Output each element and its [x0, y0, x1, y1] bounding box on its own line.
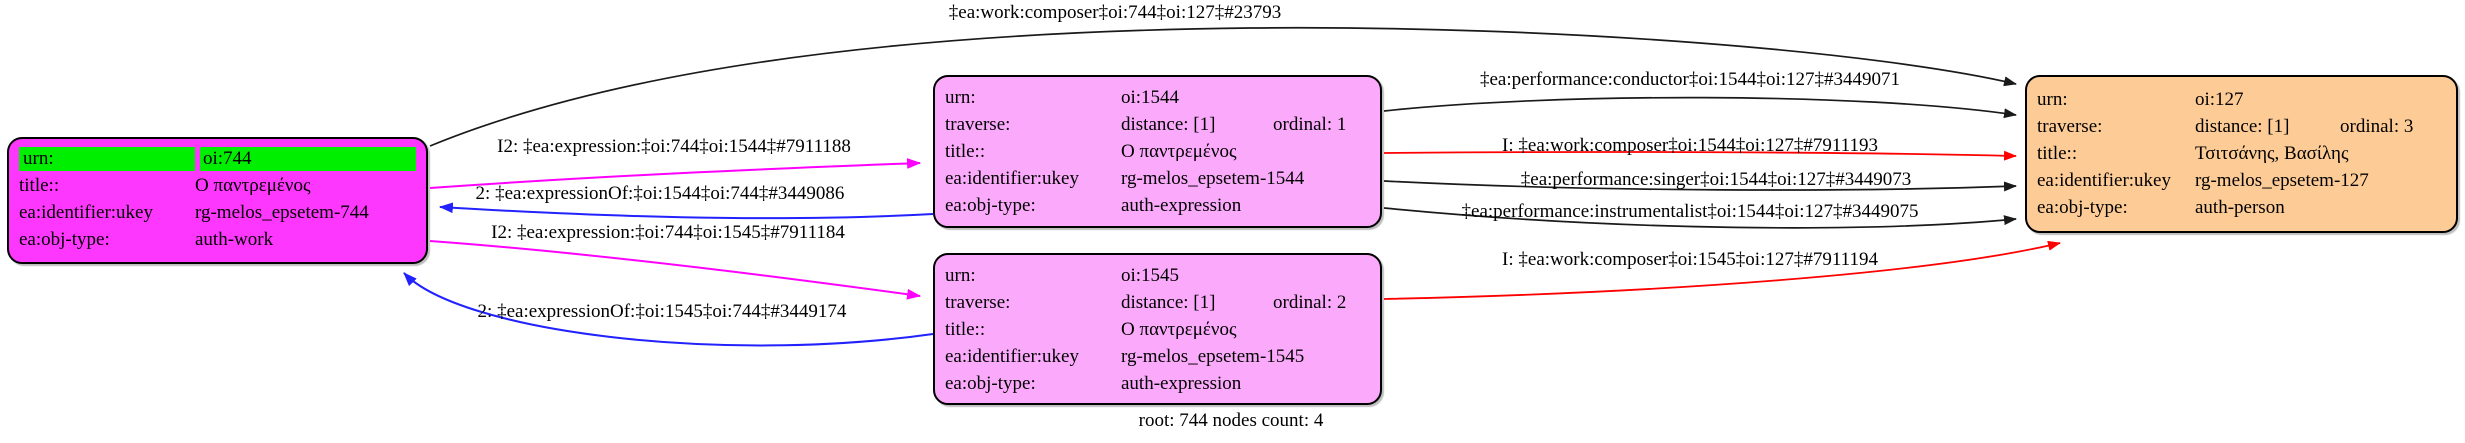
field-objtype: ea:obj-type: auth-work [19, 226, 416, 253]
field-traverse: traverse: distance: [1] ordinal: 3 [2037, 113, 2446, 140]
field-urn-value: oi:127 [2195, 89, 2244, 110]
field-traverse-value: distance: [1] ordinal: 3 [2195, 113, 2446, 140]
field-title: title:: Ο παντρεμένος [19, 172, 416, 199]
field-urn-value: oi:1544 [1121, 87, 1180, 108]
field-title: title:: Ο παντρεμένος [945, 138, 1370, 165]
field-traverse-value: distance: [1] ordinal: 1 [1121, 111, 1370, 138]
field-urn: urn: oi:1544 [945, 84, 1370, 111]
edge-performance-conductor-1544-127 [1383, 96, 2017, 119]
field-objtype-key: ea:obj-type: [945, 373, 1036, 394]
node-expression-oi1544: urn: oi:1544 traverse: distance: [1] ordi… [933, 75, 1382, 228]
edge-label-performance-instrumentalist-1544-127: ‡ea:performance:instrumentalist‡oi:1544‡… [1461, 201, 1919, 222]
edge-label-expressionOf-1544-744: 2: ‡ea:expressionOf:‡oi:1544‡oi:744‡#344… [475, 183, 845, 204]
field-urn: urn: oi:744 [19, 147, 416, 171]
edge-expression-744-1545 [429, 240, 922, 300]
field-traverse-key: traverse: [2037, 116, 2103, 137]
field-identifier-value: rg-melos_epsetem-1545 [1121, 346, 1305, 367]
edge-expression-744-1544 [429, 158, 922, 189]
node-work-oi744: urn: oi:744 title:: Ο παντρεμένος ea:ide… [7, 137, 428, 264]
field-urn-key: urn: [945, 265, 976, 286]
field-objtype: ea:obj-type: auth-person [2037, 194, 2446, 221]
edge-work-composer-744-127 [429, 26, 2017, 147]
field-traverse-key: traverse: [945, 292, 1011, 313]
field-urn: urn: oi:127 [2037, 86, 2446, 113]
edge-work-composer-1544-127 [1383, 150, 2017, 161]
edge-label-work-composer-1544-127: I: ‡ea:work:composer‡oi:1544‡oi:127‡#791… [1502, 135, 1878, 156]
field-distance: distance: [1] [1121, 292, 1216, 313]
edge-label-expression-744-1545: I2: ‡ea:expression:‡oi:744‡oi:1545‡#7911… [491, 222, 845, 243]
edge-performance-singer-1544-127 [1383, 180, 2017, 192]
node-expression-oi1545: urn: oi:1545 traverse: distance: [1] ordi… [933, 253, 1382, 405]
field-title-key: title:: [19, 175, 60, 196]
field-objtype: ea:obj-type: auth-expression [945, 370, 1370, 397]
edge-label-performance-singer-1544-127: ‡ea:performance:singer‡oi:1544‡oi:127‡#3… [1520, 169, 1912, 190]
field-objtype: ea:obj-type: auth-expression [945, 192, 1370, 219]
edge-label-expressionOf-1545-744: 2: ‡ea:expressionOf:‡oi:1545‡oi:744‡#344… [477, 301, 847, 322]
field-title-value: Τσιτσάνης, Βασίλης [2195, 143, 2349, 164]
field-objtype-key: ea:obj-type: [2037, 197, 2128, 218]
field-urn: urn: oi:1545 [945, 262, 1370, 289]
field-title-value: Ο παντρεμένος [1121, 319, 1237, 340]
edge-label-performance-conductor-1544-127: ‡ea:performance:conductor‡oi:1544‡oi:127… [1479, 69, 1901, 90]
field-title-value: Ο παντρεμένος [1121, 141, 1237, 162]
field-urn-value: oi:744 [200, 147, 416, 171]
field-distance: distance: [1] [2195, 116, 2290, 137]
node-person-oi127: urn: oi:127 traverse: distance: [1] ordin… [2025, 75, 2458, 233]
field-identifier-key: ea:identifier:ukey [19, 202, 153, 223]
field-traverse: traverse: distance: [1] ordinal: 1 [945, 111, 1370, 138]
field-urn-key: urn: [2037, 89, 2068, 110]
root-count-note: root: 744 nodes count: 4 [1138, 410, 1324, 431]
field-title-key: title:: [945, 141, 986, 162]
field-identifier-value: rg-melos_epsetem-744 [195, 202, 369, 223]
field-objtype-value: auth-work [195, 229, 274, 250]
edge-expressionOf-1545-744 [403, 272, 934, 347]
field-title-value: Ο παντρεμένος [195, 175, 311, 196]
field-identifier-key: ea:identifier:ukey [945, 346, 1079, 367]
field-ordinal: ordinal: 1 [1273, 114, 1347, 135]
field-title-key: title:: [945, 319, 986, 340]
field-ordinal: ordinal: 2 [1273, 292, 1347, 313]
field-identifier-value: rg-melos_epsetem-127 [2195, 170, 2369, 191]
field-objtype-key: ea:obj-type: [19, 229, 110, 250]
field-title: title:: Ο παντρεμένος [945, 316, 1370, 343]
field-identifier-value: rg-melos_epsetem-1544 [1121, 168, 1305, 189]
field-title: title:: Τσιτσάνης, Βασίλης [2037, 140, 2446, 167]
field-identifier: ea:identifier:ukey rg-melos_epsetem-1544 [945, 165, 1370, 192]
field-objtype-value: auth-expression [1121, 373, 1242, 394]
edge-expressionOf-1544-744 [438, 202, 934, 220]
field-identifier: ea:identifier:ukey rg-melos_epsetem-744 [19, 199, 416, 226]
field-title-key: title:: [2037, 143, 2078, 164]
field-identifier: ea:identifier:ukey rg-melos_epsetem-1545 [945, 343, 1370, 370]
field-identifier-key: ea:identifier:ukey [945, 168, 1079, 189]
edge-label-work-composer-1545-127: I: ‡ea:work:composer‡oi:1545‡oi:127‡#791… [1502, 249, 1878, 270]
field-urn-value: oi:1545 [1121, 265, 1180, 286]
field-objtype-value: auth-person [2195, 197, 2285, 218]
field-urn-key: urn: [945, 87, 976, 108]
field-traverse-key: traverse: [945, 114, 1011, 135]
edge-performance-instrumentalist-1544-127 [1383, 207, 2017, 229]
field-traverse-value: distance: [1] ordinal: 2 [1121, 289, 1370, 316]
field-identifier-key: ea:identifier:ukey [2037, 170, 2171, 191]
field-objtype-key: ea:obj-type: [945, 195, 1036, 216]
field-traverse: traverse: distance: [1] ordinal: 2 [945, 289, 1370, 316]
edge-work-composer-1545-127 [1383, 240, 2061, 300]
edge-label-work-composer-744-127: ‡ea:work:composer‡oi:744‡oi:127‡#23793 [948, 2, 1282, 23]
field-distance: distance: [1] [1121, 114, 1216, 135]
field-objtype-value: auth-expression [1121, 195, 1242, 216]
field-ordinal: ordinal: 3 [2340, 116, 2414, 137]
edge-label-expression-744-1544: I2: ‡ea:expression:‡oi:744‡oi:1544‡#7911… [497, 136, 851, 157]
field-identifier: ea:identifier:ukey rg-melos_epsetem-127 [2037, 167, 2446, 194]
field-urn-key: urn: [19, 147, 195, 171]
